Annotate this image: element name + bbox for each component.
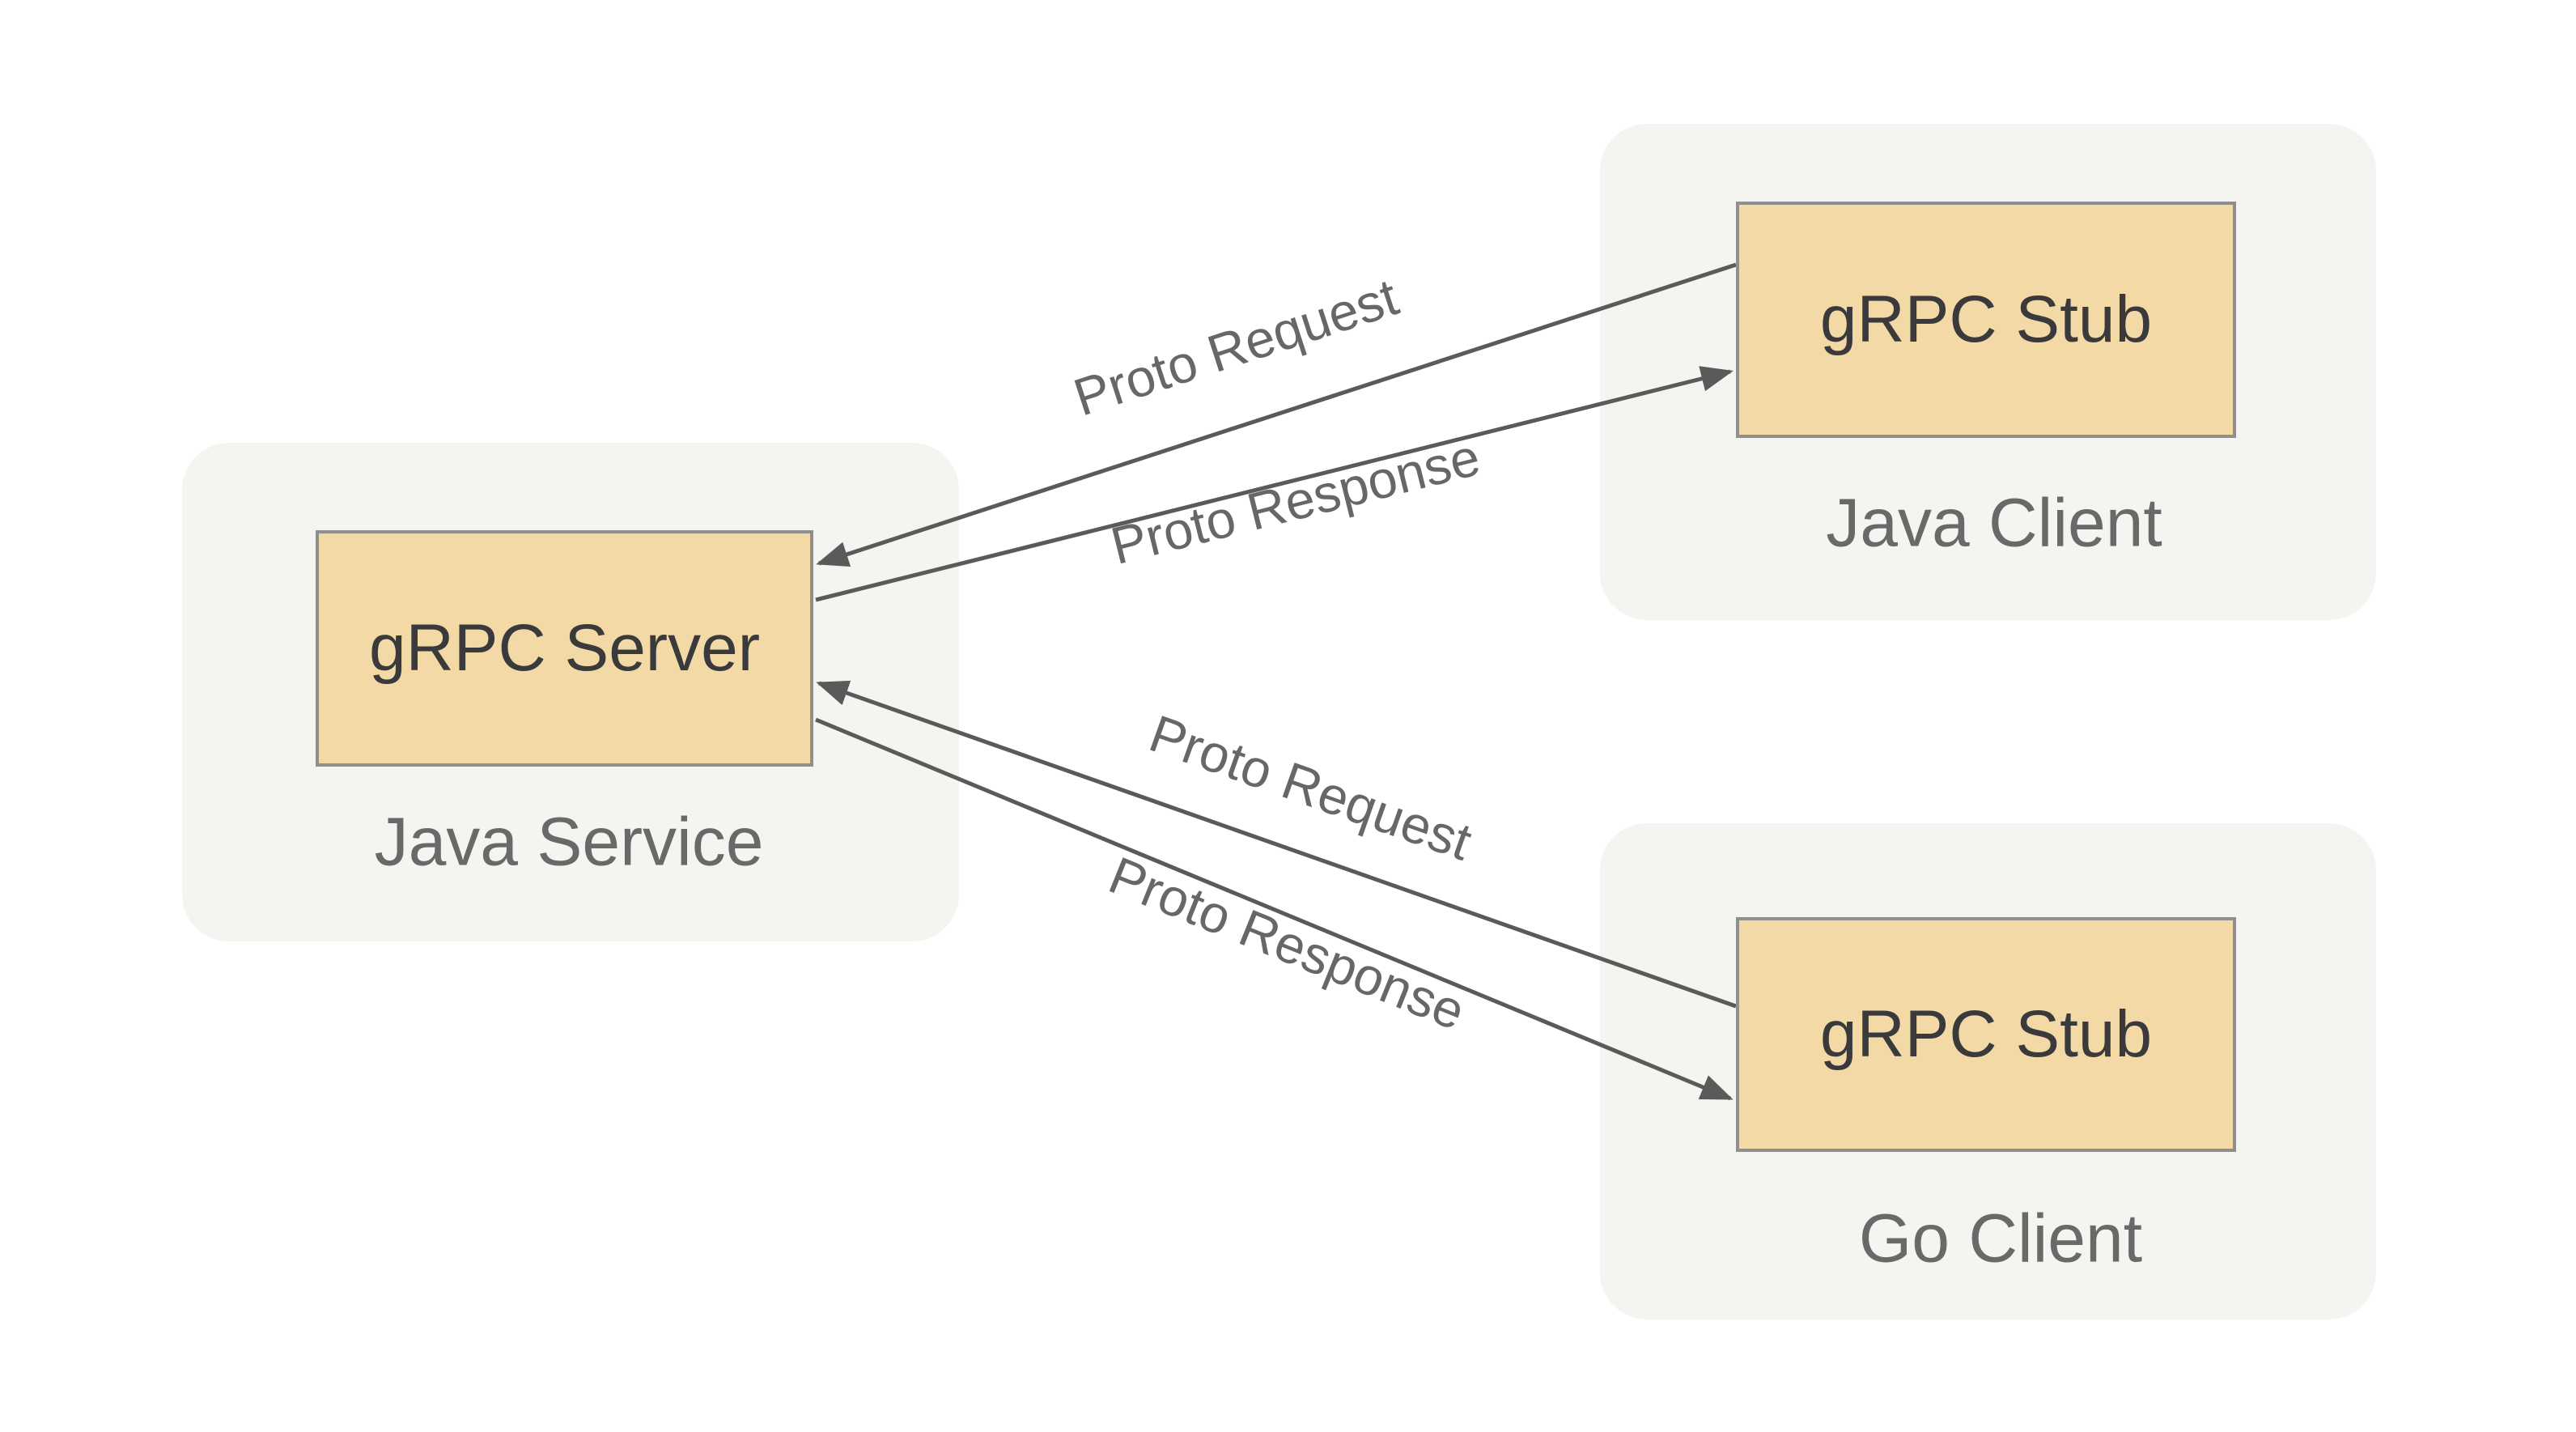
grpc-server-node: gRPC Server	[316, 530, 813, 767]
grpc-stub-go-node: gRPC Stub	[1736, 917, 2236, 1152]
java-service-label: Java Service	[374, 803, 764, 880]
java-proto-response-label: Proto Response	[1106, 427, 1486, 576]
go-proto-response-label: Proto Response	[1101, 845, 1474, 1041]
java-client-label: Java Client	[1826, 484, 2162, 561]
go-proto-request-label: Proto Request	[1142, 703, 1479, 872]
go-client-label: Go Client	[1858, 1200, 2143, 1277]
grpc-stub-java-node: gRPC Stub	[1736, 202, 2236, 438]
java-proto-request-label: Proto Request	[1067, 267, 1405, 427]
